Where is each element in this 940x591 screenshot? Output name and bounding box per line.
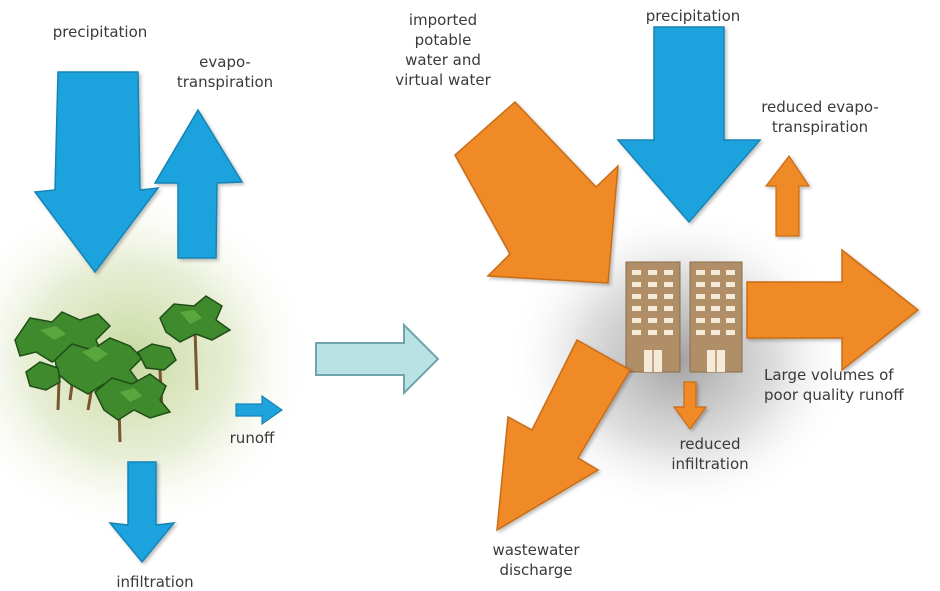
trees-illustration xyxy=(14,295,232,443)
urban-runoff-arrow xyxy=(746,248,920,372)
runoff-arrow xyxy=(235,394,284,426)
transition-arrow xyxy=(315,322,440,396)
label-runoff: runoff xyxy=(229,429,275,447)
building-left-windows xyxy=(632,270,673,372)
label-imported-water: imported potable water and virtual water xyxy=(395,11,491,89)
label-infiltration: infiltration xyxy=(116,573,194,591)
evapotranspiration-arrow xyxy=(153,108,244,259)
buildings-illustration xyxy=(625,261,743,373)
imported-water-arrow xyxy=(454,100,619,284)
label-reduced-infiltration: reduced infiltration xyxy=(671,435,749,473)
reduced-infiltration-arrow xyxy=(672,381,708,431)
label-reduced-evapotranspiration: reduced evapo- transpiration xyxy=(761,98,879,136)
urban-precipitation-arrow xyxy=(616,26,762,224)
tree-foliage-highlights xyxy=(40,310,202,402)
tree-foliage xyxy=(14,295,232,421)
precipitation-arrow xyxy=(33,71,160,274)
label-urban-runoff: Large volumes of poor quality runoff xyxy=(764,366,904,404)
label-urban-precipitation: precipitation xyxy=(645,7,741,25)
label-evapotranspiration: evapo- transpiration xyxy=(176,53,274,91)
reduced-evapotranspiration-arrow xyxy=(764,154,811,237)
building-left xyxy=(625,261,681,373)
infiltration-arrow xyxy=(108,461,176,564)
building-right xyxy=(689,261,743,373)
label-wastewater-discharge: wastewater discharge xyxy=(492,541,580,579)
label-precipitation: precipitation xyxy=(52,23,148,41)
wastewater-discharge-arrow xyxy=(496,338,632,532)
